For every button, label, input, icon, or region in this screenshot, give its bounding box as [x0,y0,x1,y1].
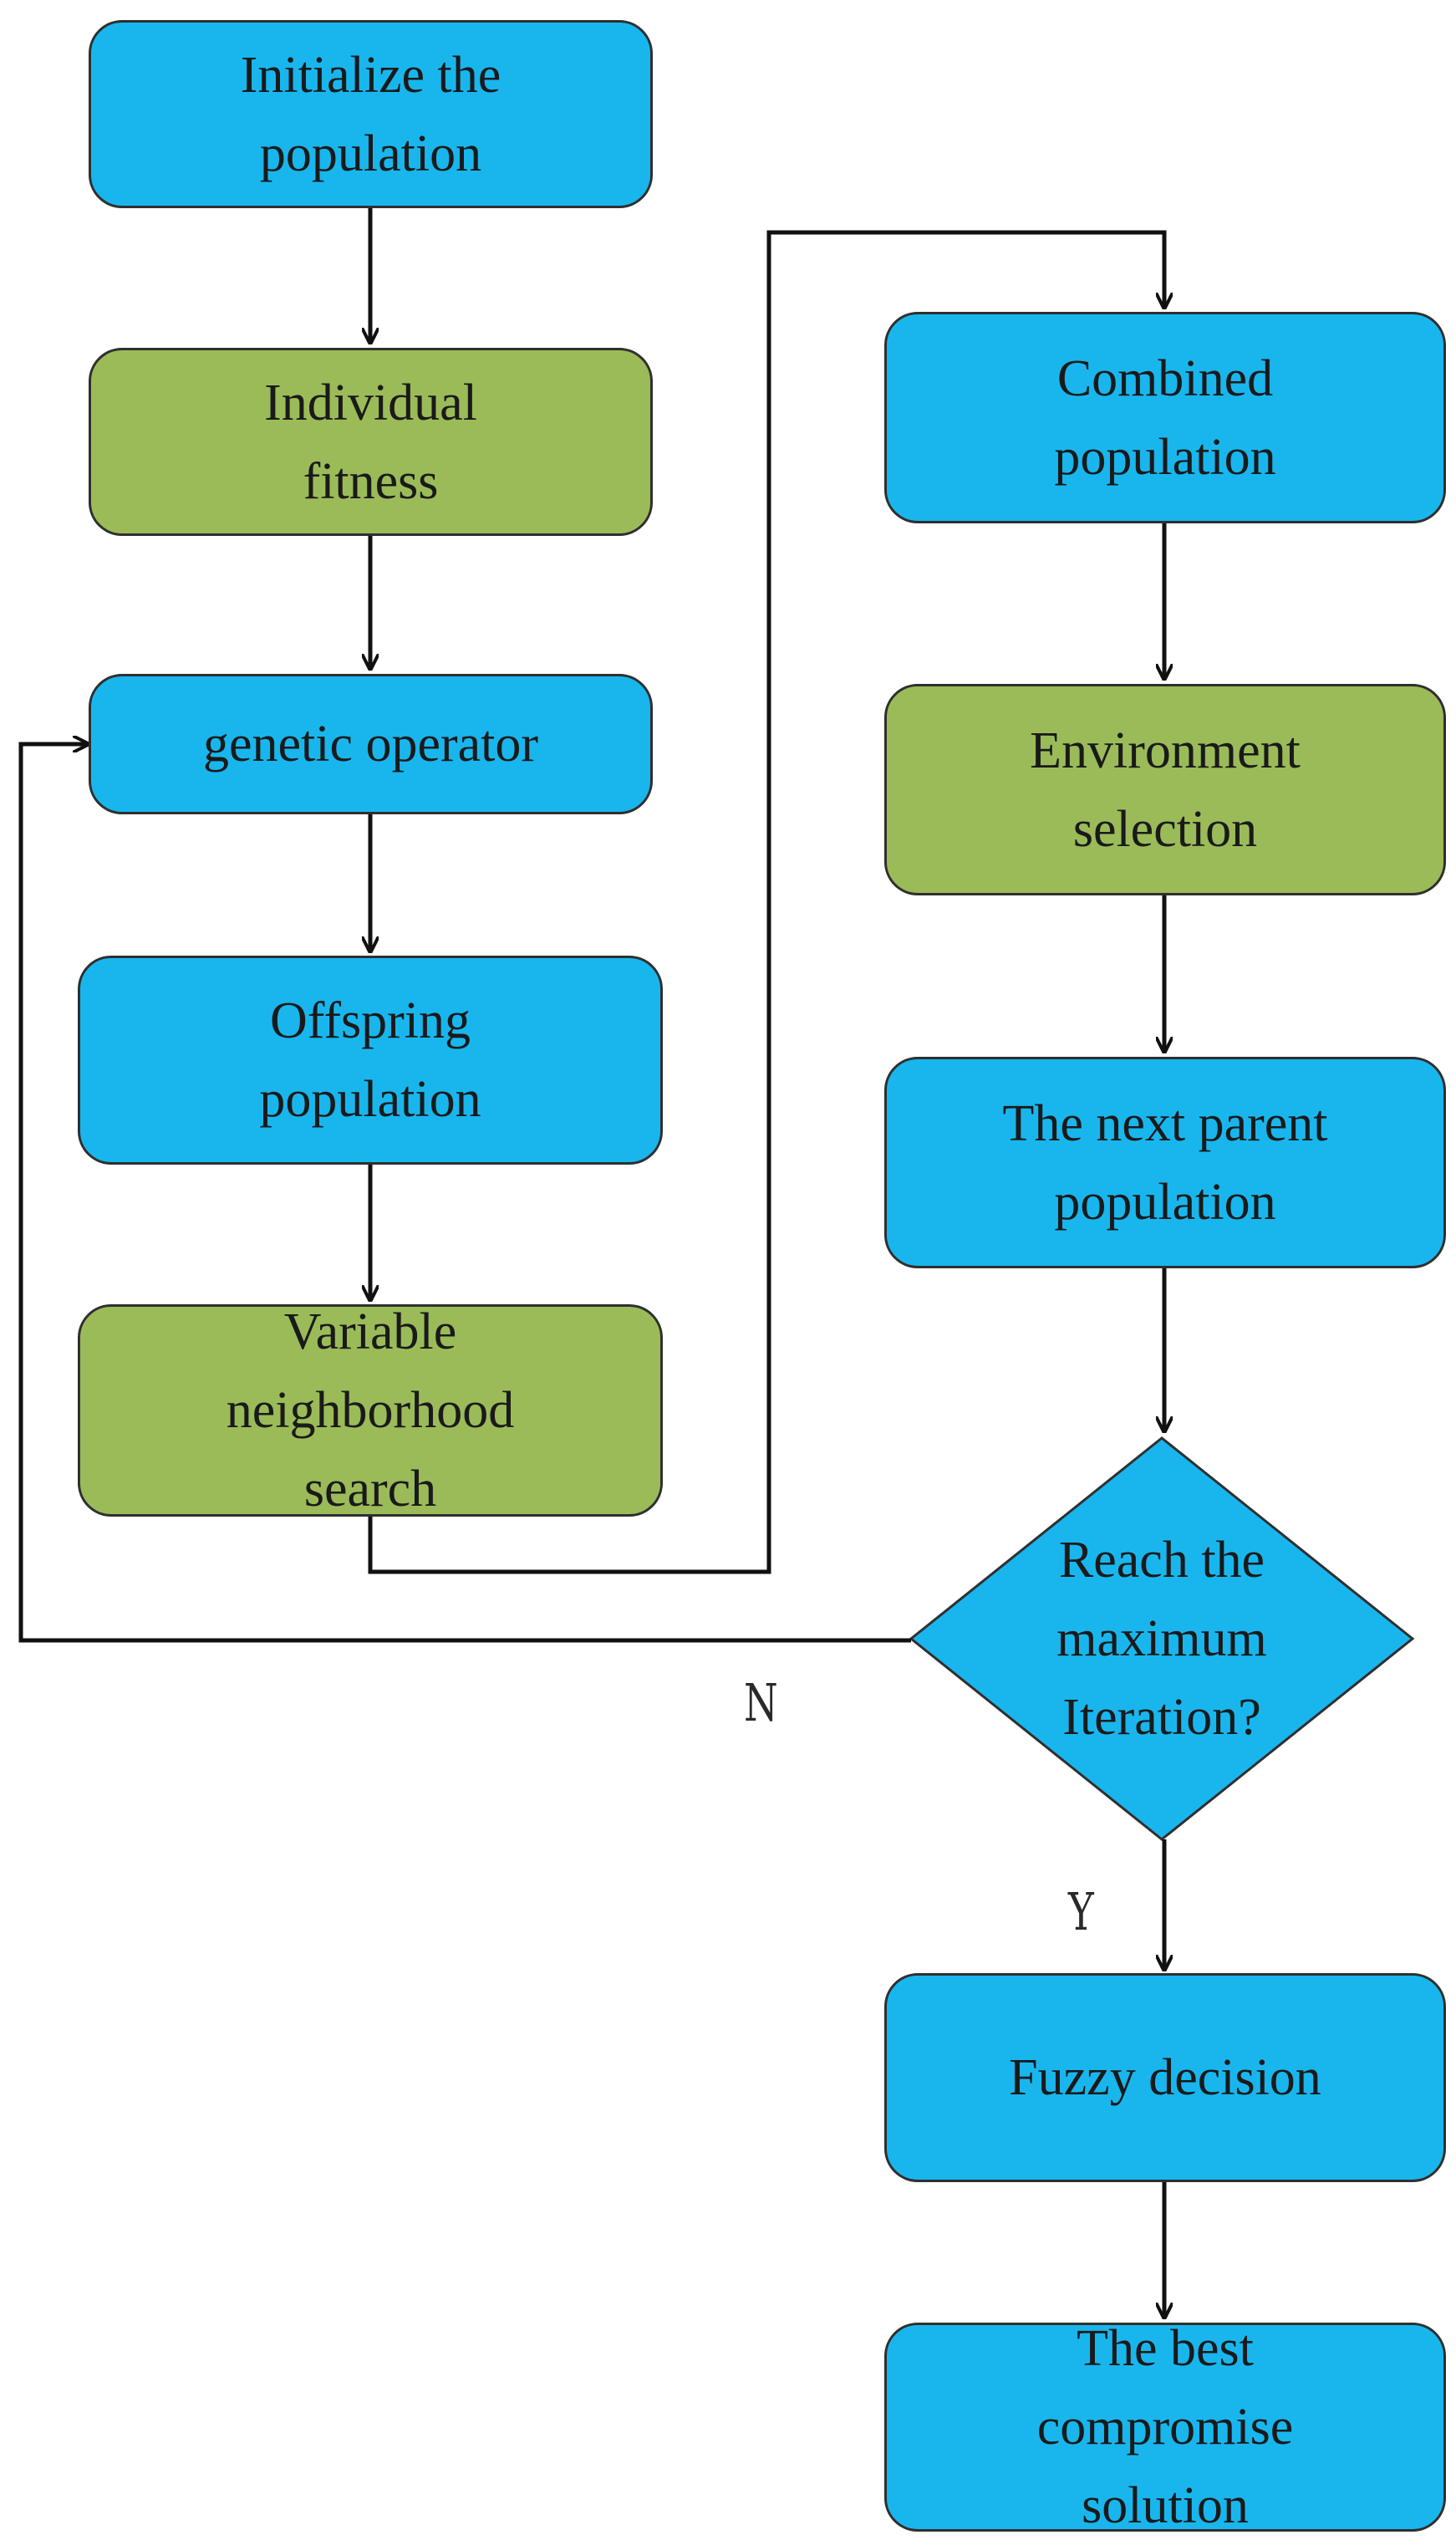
decision-label: Reach the maximum Iteration? [1056,1532,1267,1746]
decision-diamond [909,1436,1415,1841]
node-offspring-label: Offspring population [259,992,481,1128]
arrow-decision-no-loop [18,744,911,1643]
node-offspring-population: Offspring population [78,956,663,1165]
node-next-parent-population: The next parent population [884,1057,1446,1268]
node-fuzzy-decision: Fuzzy decision [884,1973,1446,2182]
node-vns-label: Variable neighborhood search [226,1303,515,1517]
node-next-parent-label: The next parent population [1002,1094,1328,1231]
arrow-vns-to-combined [368,230,1164,1574]
node-initialize-label: Initialize the population [240,46,501,182]
node-best-compromise-solution: The best compromise solution [884,2320,1446,2534]
node-fitness-label: Individual fitness [264,374,477,510]
edge-label-no: N [744,1672,778,1733]
node-genetic-operator: genetic operator [89,674,653,814]
node-variable-neighborhood-search: Variable neighborhood search [78,1303,663,1517]
node-fuzzy-label: Fuzzy decision [1009,2049,1321,2106]
node-environment-selection: Environment selection [884,684,1446,895]
node-environment-label: Environment selection [1030,722,1301,858]
node-genetic-label: genetic operator [202,716,539,773]
node-individual-fitness: Individual fitness [89,348,653,536]
node-combined-population: Combined population [884,312,1446,523]
node-combined-label: Combined population [1054,349,1276,486]
node-best-label: The best compromise solution [1036,2320,1294,2534]
node-initialize-population: Initialize the population [89,20,653,208]
edge-label-yes: Y [1068,1881,1094,1942]
